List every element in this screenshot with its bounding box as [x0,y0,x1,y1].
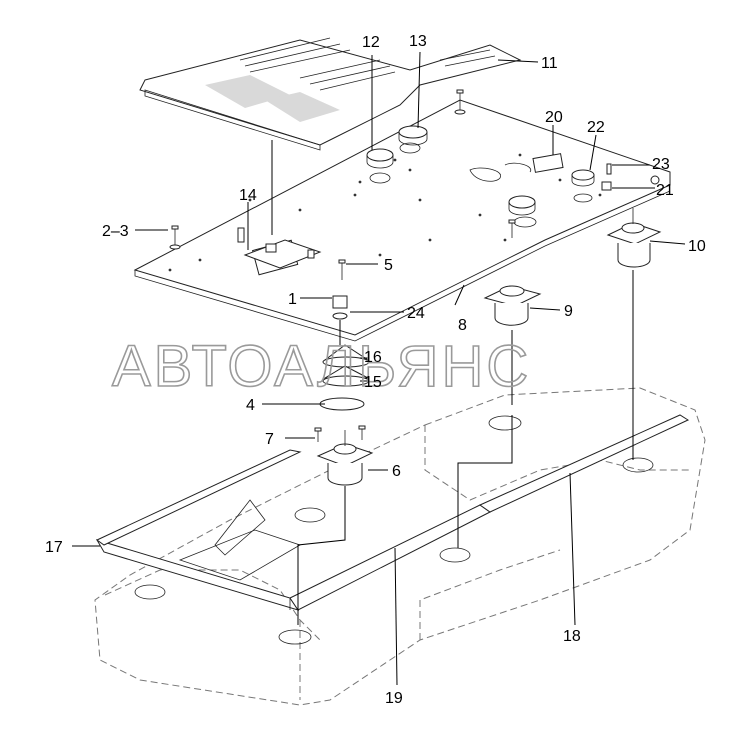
callout-24: 24 [407,305,425,322]
callout-17: 17 [45,539,63,556]
callout-4: 4 [246,397,255,414]
callout-22: 22 [587,119,605,136]
callout-8: 8 [458,317,467,334]
callout-5: 5 [384,257,393,274]
watermark-text: АВТОАЛЬЯНС [112,334,531,399]
callout-labels: 11 12 13 20 22 23 21 14 2–3 5 10 1 24 8 … [45,33,706,707]
tray-part-11 [139,37,522,151]
frame-rails [95,414,690,611]
callout-13: 13 [409,33,427,50]
base-outline [94,387,706,706]
callout-11: 11 [541,55,558,72]
isolator-10 [606,208,662,268]
callout-1: 1 [288,291,297,308]
callout-2-3: 2–3 [102,223,129,240]
isolator-6 [316,430,374,486]
callout-16: 16 [364,349,382,366]
callout-9: 9 [564,303,573,320]
callout-14: 14 [239,187,257,204]
callout-21: 21 [656,182,674,199]
alignment-lines [271,140,634,625]
callout-23: 23 [652,156,670,173]
bushings [366,125,660,228]
leader-lines [72,51,686,686]
bolts [169,89,516,442]
callout-12: 12 [362,34,380,51]
mount-plate-14 [237,227,322,269]
callout-18: 18 [563,628,581,645]
callout-10: 10 [688,238,706,255]
isolator-9 [483,285,542,326]
callout-15: 15 [364,374,382,391]
callout-19: 19 [385,690,403,707]
callout-7: 7 [265,431,274,448]
callout-6: 6 [392,463,401,480]
callout-20: 20 [545,109,563,126]
